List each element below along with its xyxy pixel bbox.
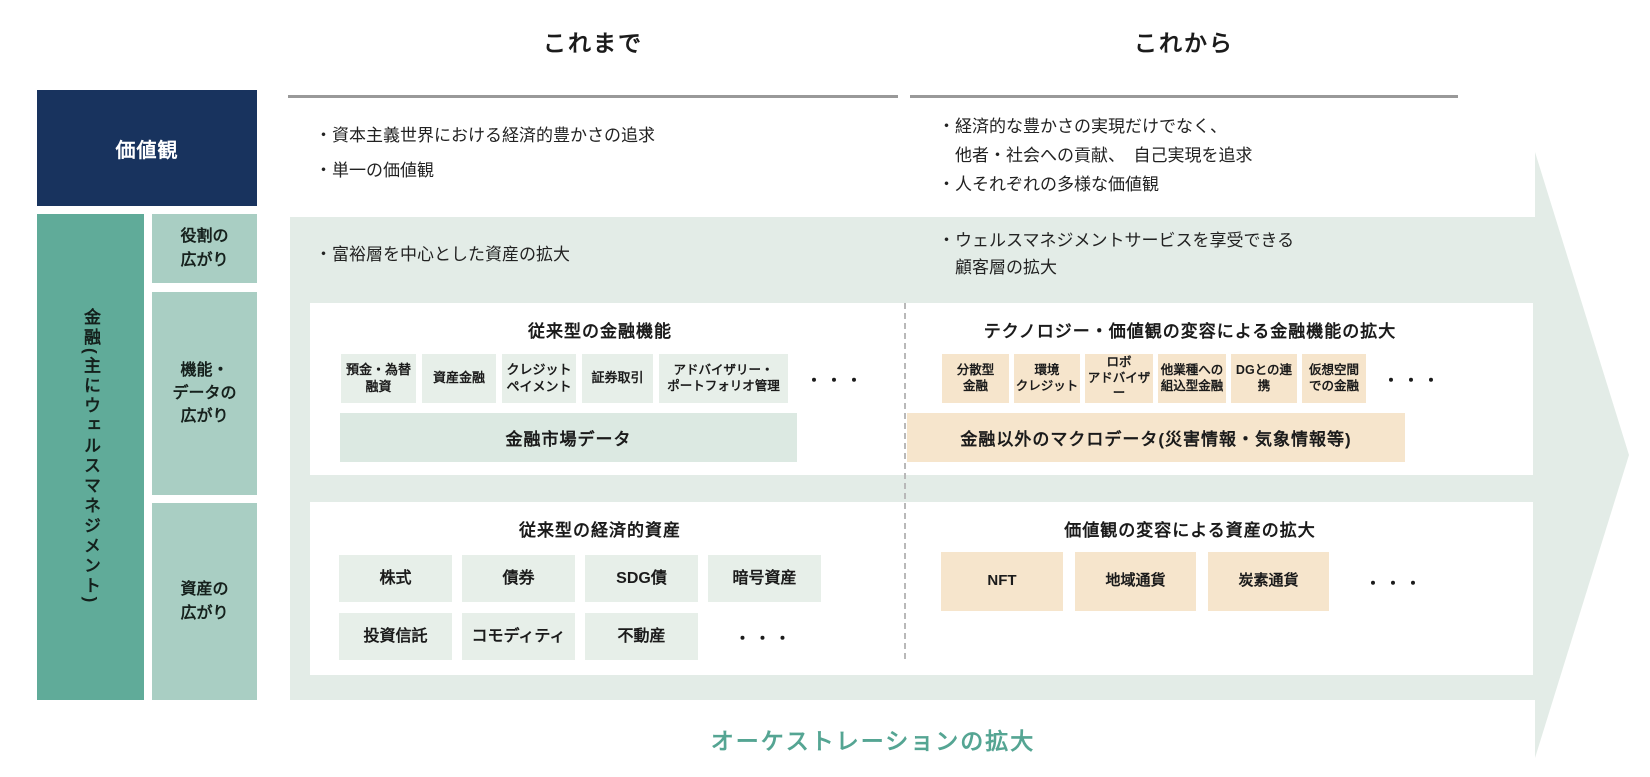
values-past-bullets: ・資本主義世界における経済的豊かさの追求 ・単一の価値観	[315, 118, 655, 188]
bullet: ・資本主義世界における経済的豊かさの追求	[315, 126, 655, 145]
chip: 他業種への 組込型金融	[1158, 354, 1226, 403]
functions-past-chips: 預金・為替 融資 資産金融 クレジット ペイメント 証券取引 アドバイザリー・ …	[341, 354, 866, 403]
chip: クレジット ペイメント	[502, 354, 576, 403]
column-header-future: これから	[1134, 30, 1234, 56]
chip: 株式	[339, 555, 452, 602]
chip: ロボ アドバイザー	[1085, 354, 1153, 403]
macro-data-bar: 金融以外のマクロデータ(災害情報・気象情報等)	[907, 413, 1405, 462]
past-future-divider	[904, 303, 906, 659]
chip: 債券	[462, 555, 575, 602]
functions-panel: 従来型の金融機能 テクノロジー・価値観の変容による金融機能の拡大 預金・為替 融…	[310, 303, 1533, 475]
chip: 分散型 金融	[942, 354, 1009, 403]
chip: 投資信託	[339, 613, 452, 660]
footer-label: オーケストレーションの拡大	[710, 728, 1036, 754]
more-dots: ・・・	[1383, 372, 1444, 390]
chip: コモディティ	[462, 613, 575, 660]
assets-past-chips: 株式 債券 SDG債 暗号資産 投資信託 コモディティ 不動産 ・・・	[339, 555, 821, 660]
functions-future-title: テクノロジー・価値観の変容による金融機能の拡大	[983, 322, 1397, 341]
header-underline-future	[910, 95, 1458, 98]
more-dots: ・・・	[806, 372, 867, 390]
assets-panel: 従来型の経済的資産 価値観の変容による資産の拡大 株式 債券 SDG債 暗号資産…	[310, 502, 1533, 675]
sidebar-finance-label: 金融(主にウェルスマネジメント)	[81, 308, 100, 606]
values-future-bullets: ・経済的な豊かさの実現だけでなく、 他者・社会への貢献、 自己実現を追求 ・人そ…	[938, 112, 1253, 199]
more-dots: ・・・	[734, 630, 795, 648]
sidebar-row-function-data: 機能・ データの 広がり	[152, 292, 257, 495]
bullet: ・経済的な豊かさの実現だけでなく、 他者・社会への貢献、 自己実現を追求	[938, 117, 1253, 165]
sidebar-finance-box: 金融(主にウェルスマネジメント)	[37, 214, 144, 700]
expansion-arrow-head-icon	[1535, 152, 1629, 758]
header-underline-past	[288, 95, 898, 98]
chip: 資産金融	[422, 354, 496, 403]
chip: 不動産	[585, 613, 698, 660]
chip: 証券取引	[582, 354, 653, 403]
chip: 地域通貨	[1075, 552, 1196, 611]
chip: 暗号資産	[708, 555, 821, 602]
assets-past-title: 従来型の経済的資産	[519, 521, 681, 540]
chip: SDG債	[585, 555, 698, 602]
assets-future-chips: NFT 地域通貨 炭素通貨 ・・・	[941, 552, 1425, 611]
sidebar-values-box: 価値観	[37, 90, 257, 206]
chip: DGとの連携	[1231, 354, 1297, 403]
chip: アドバイザリー・ ポートフォリオ管理	[659, 354, 788, 403]
column-header-past: これまで	[543, 30, 643, 56]
assets-future-title: 価値観の変容による資産の拡大	[1064, 521, 1316, 540]
chip: 環境 クレジット	[1014, 354, 1080, 403]
sidebar-row-role: 役割の 広がり	[152, 214, 257, 283]
chip: 炭素通貨	[1208, 552, 1329, 611]
bullet: ・ウェルスマネジメントサービスを享受できる 顧客層の拡大	[938, 231, 1295, 277]
functions-future-chips: 分散型 金融 環境 クレジット ロボ アドバイザー 他業種への 組込型金融 DG…	[942, 354, 1443, 403]
bullet: ・人それぞれの多様な価値観	[938, 175, 1159, 194]
bullet: ・単一の価値観	[315, 161, 434, 180]
band-future-bullet: ・ウェルスマネジメントサービスを享受できる 顧客層の拡大	[938, 227, 1294, 281]
functions-past-title: 従来型の金融機能	[528, 322, 672, 341]
chip: 仮想空間 での金融	[1302, 354, 1366, 403]
market-data-bar: 金融市場データ	[340, 413, 797, 462]
sidebar-row-assets: 資産の 広がり	[152, 503, 257, 700]
bullet: ・富裕層を中心とした資産の拡大	[315, 245, 570, 264]
chip: NFT	[941, 552, 1063, 611]
band-past-bullet: ・富裕層を中心とした資産の拡大	[315, 241, 570, 268]
more-dots: ・・・	[1365, 575, 1426, 593]
chip: 預金・為替 融資	[341, 354, 416, 403]
